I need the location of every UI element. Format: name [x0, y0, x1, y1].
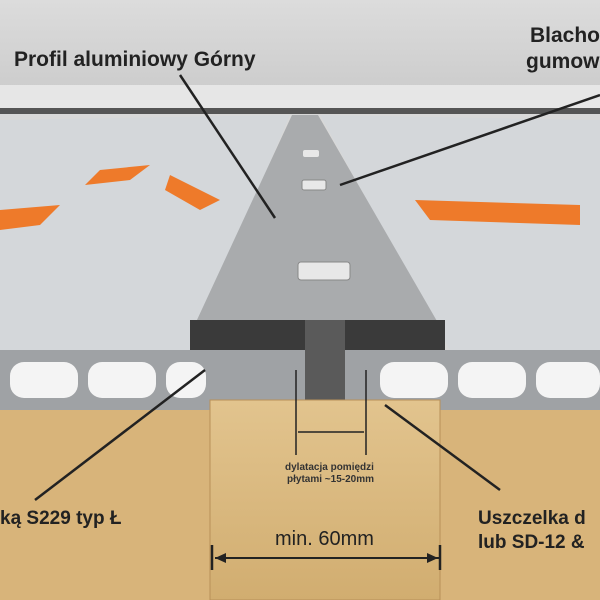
polycarbonate-sheet-right	[320, 115, 600, 350]
label-top-right-line1: Blacho	[530, 24, 600, 47]
screw-spring	[305, 320, 345, 400]
label-left-bottom: ką S229 typ Ł	[0, 508, 122, 529]
label-expansion-line2: płytami ~15-20mm	[287, 474, 374, 485]
label-min-width: min. 60mm	[275, 528, 374, 550]
top-rail	[0, 85, 600, 110]
polycarbonate-sheet-left	[0, 115, 290, 350]
label-expansion-line1: dylatacja pomiędzi	[285, 462, 374, 473]
aluminium-top-profile	[190, 115, 445, 335]
label-right-bottom-line2: lub SD-12 &	[478, 532, 585, 553]
label-top-right-line2: gumow	[526, 50, 600, 73]
label-right-bottom-line1: Uszczelka d	[478, 508, 586, 529]
bolt-head	[297, 261, 351, 281]
timber-rafter	[209, 399, 441, 600]
label-top-profile: Profil aluminiowy Górny	[14, 48, 256, 71]
